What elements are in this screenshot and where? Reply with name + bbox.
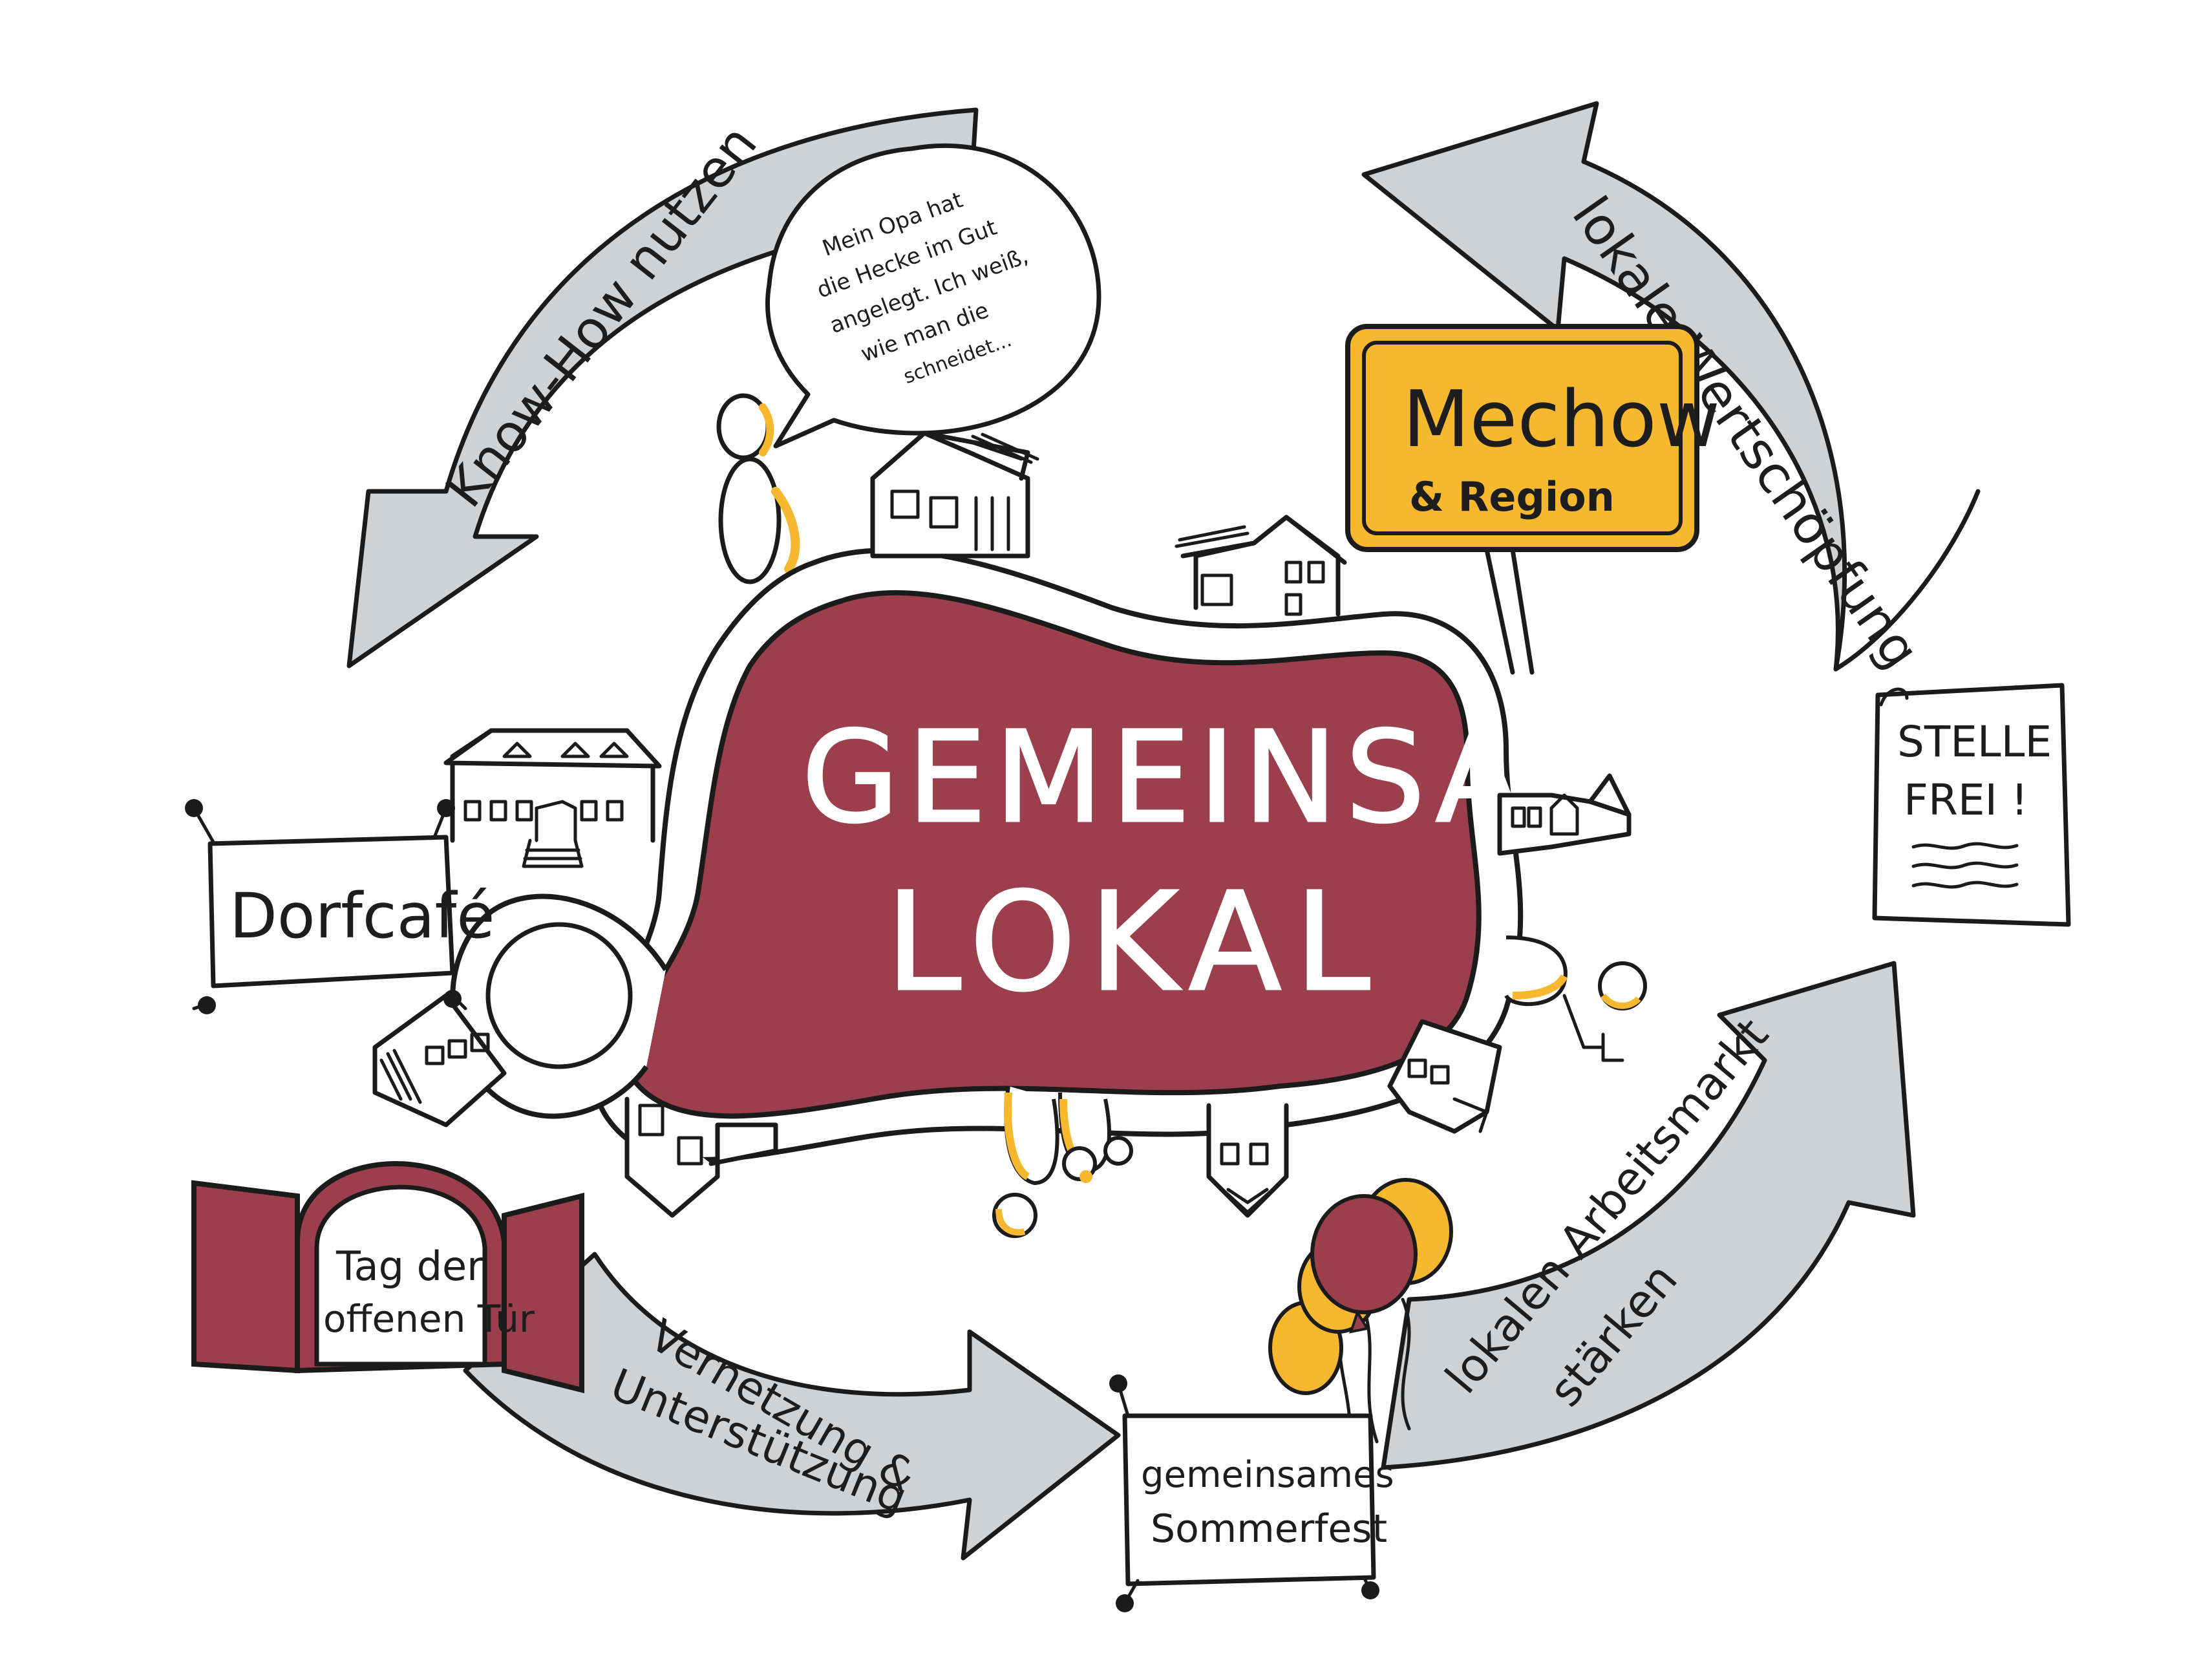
arrow-arbeitsmarkt	[1381, 961, 1916, 1470]
house-top-2	[1175, 515, 1347, 617]
manor-house	[443, 728, 662, 868]
house-bottom-1	[624, 1096, 778, 1218]
house-top-1	[870, 431, 1039, 559]
door-label-2: offenen Tür	[323, 1297, 535, 1341]
arrow-vernetzung	[463, 1252, 1121, 1561]
sommerfest-sign: gemeinsames Sommerfest	[1109, 1374, 1394, 1612]
town-sign: Mechow & Region	[1345, 324, 1720, 675]
balloons	[1268, 1178, 1453, 1469]
dorfcafe-sign: Dorfcafé	[185, 799, 495, 1014]
house-bottom-right	[1387, 1019, 1502, 1134]
label-know-how: Know-How nutzen	[434, 114, 769, 518]
job-label-2: FREI !	[1904, 775, 2028, 825]
job-note: STELLE FREI !	[1872, 683, 2071, 927]
door-label-1: Tag der	[335, 1243, 484, 1290]
town-sign-name: Mechow	[1403, 375, 1720, 465]
town-sign-sub: & Region	[1409, 473, 1615, 520]
open-door: Tag der offenen Tür	[191, 1161, 584, 1394]
sommerfest-label-1: gemeinsames	[1141, 1454, 1394, 1496]
speech-bubble: Mein Opa hat die Hecke im Gut angelegt. …	[765, 143, 1101, 449]
job-label-1: STELLE	[1897, 717, 2052, 767]
figures-bottom	[992, 1085, 1133, 1238]
house-bottom-2	[1206, 1103, 1289, 1218]
dorfcafe-label: Dorfcafé	[229, 880, 495, 952]
central-blob: GEMEINSAM LOKAL	[592, 393, 1639, 1162]
title-line-2: LOKAL	[886, 863, 1383, 1021]
sommerfest-label-2: Sommerfest	[1151, 1506, 1387, 1552]
figures-right	[1504, 935, 1647, 1062]
arrow-wertschoepfung	[1361, 101, 1981, 672]
roundabout	[450, 893, 668, 1119]
house-left-tilted	[372, 993, 507, 1127]
church-right	[1497, 773, 1632, 856]
